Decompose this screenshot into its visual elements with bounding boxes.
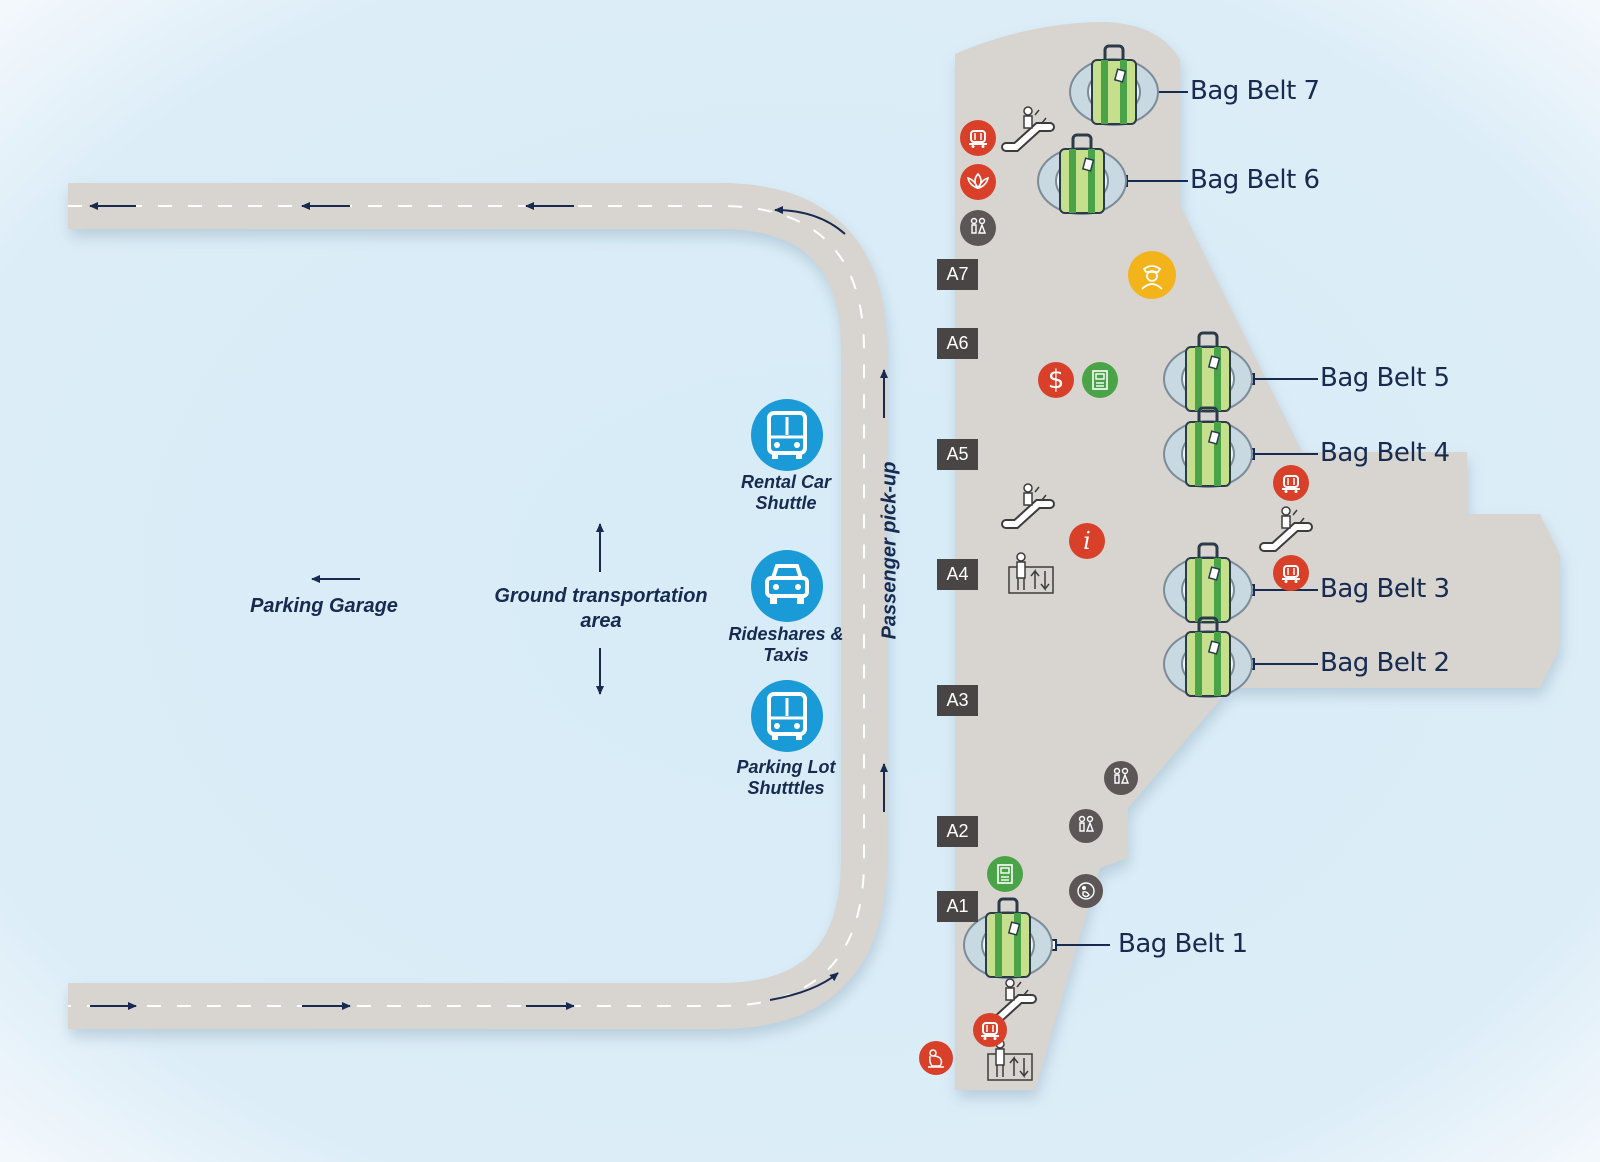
atm-icon (1082, 362, 1118, 398)
bag-belt-1-label: Bag Belt 1 (1118, 929, 1248, 959)
road-arrows (89, 202, 888, 1010)
bus-icon (751, 399, 823, 471)
bag-belt-3-label: Bag Belt 3 (1320, 574, 1450, 604)
terminal-building (955, 22, 1560, 1090)
officer-icon (1128, 251, 1176, 299)
ground-transport-arrows (311, 523, 604, 695)
parking-lot-shuttles-label: Parking Lot Shutttles (736, 757, 836, 798)
door-a1: A1 (937, 891, 978, 922)
door-a4: A4 (937, 559, 978, 590)
baggage-cart-icon (1273, 555, 1309, 591)
door-a5: A5 (937, 439, 978, 470)
baggage-cart-icon (960, 120, 996, 156)
atm-icon (987, 856, 1023, 892)
bag-belt-5-label: Bag Belt 5 (1320, 363, 1450, 393)
bag-belt-2-label: Bag Belt 2 (1320, 648, 1450, 678)
baggage-cart-icon (973, 1013, 1007, 1047)
family-room-icon (1069, 874, 1103, 908)
car-icon (751, 550, 823, 622)
bag-belt-4-label: Bag Belt 4 (1320, 438, 1450, 468)
info-icon: i (1069, 523, 1105, 559)
door-a2: A2 (937, 816, 978, 847)
restroom-icon (960, 210, 996, 246)
ground-transport-label: Ground transportation area (494, 585, 708, 632)
door-a7: A7 (937, 259, 978, 290)
bag-belt-7-label: Bag Belt 7 (1190, 76, 1320, 106)
restroom-icon (1069, 809, 1103, 843)
door-a6: A6 (937, 328, 978, 359)
parking-garage-label: Parking Garage (250, 595, 398, 617)
baggage-cart-icon (1273, 465, 1309, 501)
rideshares-taxis-label: Rideshares & Taxis (728, 624, 844, 665)
road (68, 183, 887, 1029)
door-a3: A3 (937, 685, 978, 716)
bus-icon (751, 680, 823, 752)
passenger-pickup-label: Passenger pick-up (878, 461, 901, 640)
currency-exchange-icon: $ (1038, 362, 1074, 398)
bag-belt-6-label: Bag Belt 6 (1190, 165, 1320, 195)
rental-car-shuttle-label: Rental Car Shuttle (740, 472, 832, 513)
restroom-icon (1104, 761, 1138, 795)
pet-relief-icon (919, 1041, 953, 1075)
lotus-icon (960, 164, 996, 200)
